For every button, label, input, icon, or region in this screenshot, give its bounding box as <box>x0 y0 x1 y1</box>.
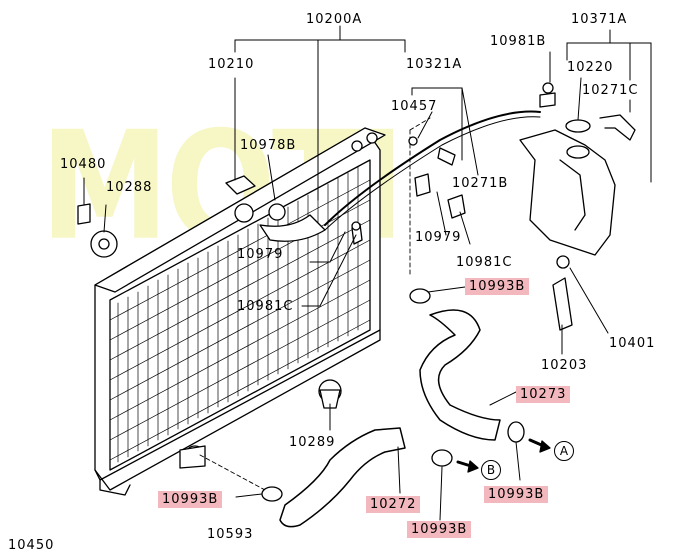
label-10981C-right: 10981C <box>456 255 513 270</box>
lower-hose <box>279 427 406 528</box>
label-10321A: 10321A <box>406 57 463 72</box>
connector-a: A <box>554 441 574 461</box>
label-10480: 10480 <box>60 157 107 172</box>
label-10993B-left: 10993B <box>158 491 223 508</box>
label-10993B-top: 10993B <box>465 278 530 295</box>
upper-hose <box>419 309 501 441</box>
label-10981C-left: 10981C <box>237 299 294 314</box>
label-10271B: 10271B <box>452 176 509 191</box>
reservoir-tank-drawing <box>519 114 636 256</box>
label-10288: 10288 <box>106 180 153 195</box>
label-10200A: 10200A <box>306 12 363 27</box>
label-10981B: 10981B <box>490 34 547 49</box>
radiator-fins <box>109 166 371 463</box>
label-10203: 10203 <box>541 358 588 373</box>
label-10993B-right: 10993B <box>484 486 549 503</box>
connector-b: B <box>481 460 501 480</box>
label-10289: 10289 <box>289 435 336 450</box>
label-10371A: 10371A <box>571 12 628 27</box>
label-10450: 10450 <box>8 538 55 553</box>
label-10593: 10593 <box>207 527 254 542</box>
leader-lines <box>83 25 652 521</box>
label-10978B: 10978B <box>240 138 297 153</box>
dashed-guides <box>199 117 431 491</box>
label-10271C: 10271C <box>582 83 639 98</box>
label-10220: 10220 <box>567 60 614 75</box>
label-10979-right: 10979 <box>415 230 462 245</box>
label-10273: 10273 <box>516 386 571 403</box>
label-10993B-bottom: 10993B <box>407 521 472 538</box>
label-10210: 10210 <box>208 57 255 72</box>
overflow-hose <box>324 110 541 226</box>
label-10272: 10272 <box>366 496 421 513</box>
label-10401: 10401 <box>609 336 656 351</box>
label-10457: 10457 <box>391 99 438 114</box>
label-10979-left: 10979 <box>237 247 284 262</box>
hose-clamps <box>261 288 525 502</box>
